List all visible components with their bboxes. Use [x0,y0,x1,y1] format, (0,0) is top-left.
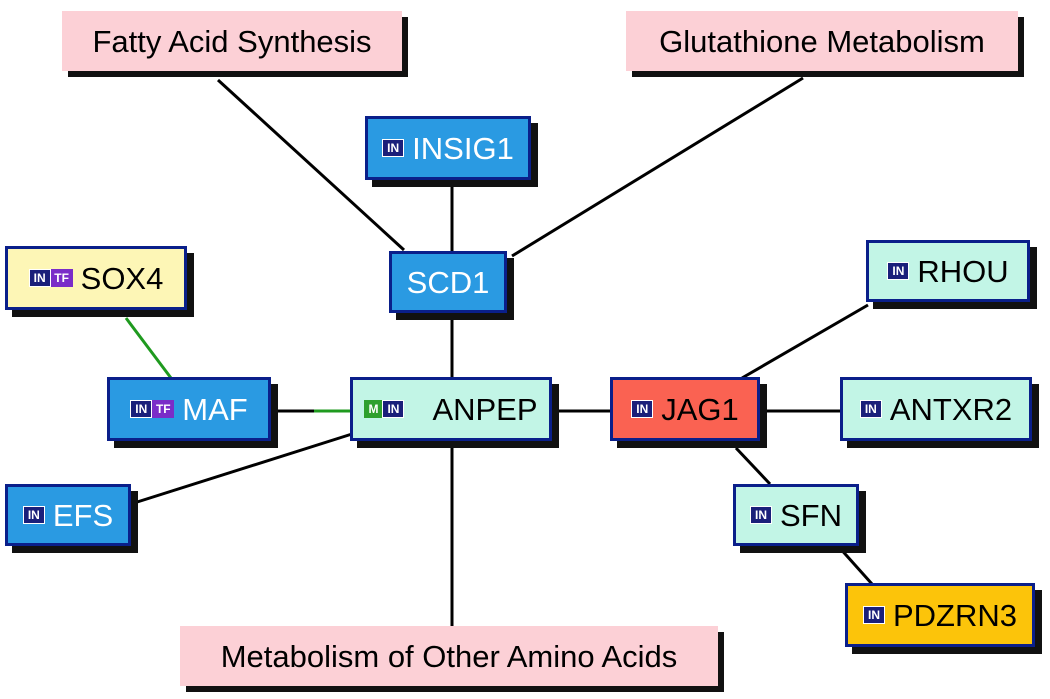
pathway-label: Fatty Acid Synthesis [92,23,372,59]
node-label: ANPEP [432,391,538,427]
node-scd1[interactable]: SCD1 [389,251,507,313]
pathway-metabolism-other-amino-acids: Metabolism of Other Amino Acids [180,626,718,686]
node-label: SOX4 [80,260,164,296]
node-label: SFN [780,497,842,533]
edge-glutathione-scd1 [511,76,804,258]
node-label: ANTXR2 [889,391,1013,427]
badge-tf: TF [50,269,73,287]
edge-jag1-sfn [734,446,772,486]
badge-group: IN [22,506,45,524]
edge-sox4-maf [124,317,173,379]
edge-efs-anpep [133,432,353,505]
badge-in: IN [631,400,654,418]
pathway-fatty-acid-synthesis: Fatty Acid Synthesis [62,11,402,71]
badge-in: IN [382,400,405,418]
node-label: RHOU [917,253,1009,289]
badge-in: IN [887,262,910,280]
node-insig1[interactable]: IN INSIG1 [365,116,531,180]
edge-jag1-rhou [741,303,869,380]
badge-in: IN [862,606,885,624]
pathway-label: Metabolism of Other Amino Acids [220,638,678,674]
badge-group: IN [631,400,654,418]
node-label: INSIG1 [412,130,514,166]
node-jag1[interactable]: IN JAG1 [610,377,760,441]
badge-group: IN [862,606,885,624]
badge-group: IN [859,400,882,418]
node-label: SCD1 [406,264,490,300]
badge-tf: TF [152,400,175,418]
node-efs[interactable]: IN EFS [5,484,131,546]
node-label: MAF [182,391,248,427]
badge-group: IN [887,262,910,280]
badge-m: M [364,400,383,418]
node-sfn[interactable]: IN SFN [733,484,859,546]
badge-in: IN [130,400,153,418]
edge-fatty-acid-scd1 [216,78,406,252]
badge-in: IN [28,269,51,287]
node-antxr2[interactable]: IN ANTXR2 [840,377,1032,441]
badge-in: IN [382,139,405,157]
node-label: PDZRN3 [892,597,1017,633]
node-label: JAG1 [661,391,739,427]
badge-group: IN [382,139,405,157]
node-pdzrn3[interactable]: IN PDZRN3 [845,583,1035,647]
badge-in: IN [750,506,772,524]
badge-in: IN [22,506,45,524]
badge-group: IN [750,506,772,524]
edge-sfn-pdzrn3 [836,544,874,586]
badge-in: IN [859,400,882,418]
pathway-label: Glutathione Metabolism [659,23,985,59]
pathway-glutathione-metabolism: Glutathione Metabolism [626,11,1018,71]
node-label: EFS [52,497,114,533]
node-rhou[interactable]: IN RHOU [866,240,1030,302]
